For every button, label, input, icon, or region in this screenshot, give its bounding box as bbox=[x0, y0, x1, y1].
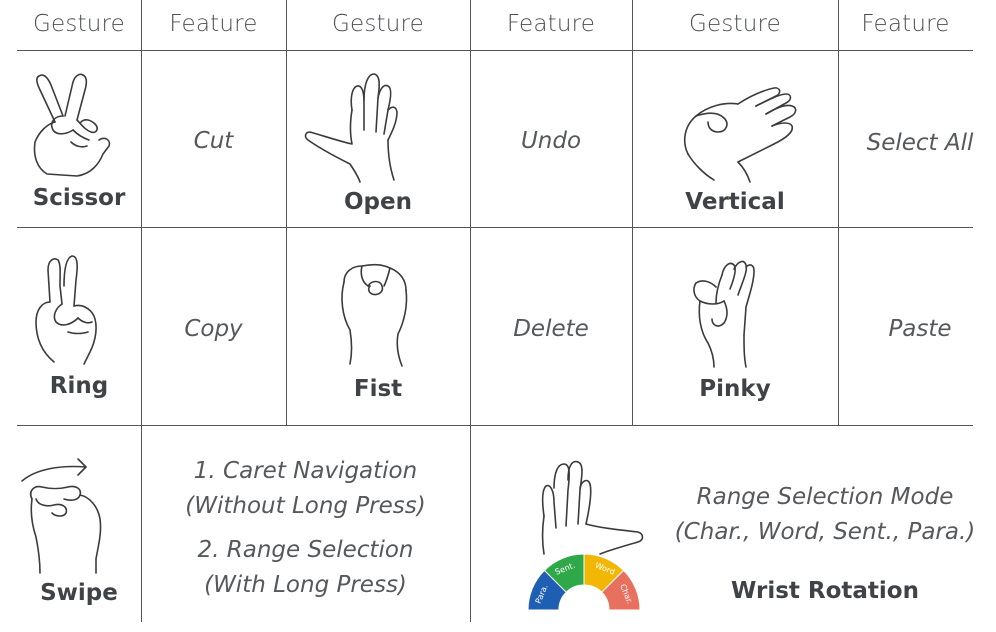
feature-paste: Paste bbox=[888, 316, 952, 342]
gesture-name-scissor: Scissor bbox=[32, 185, 126, 211]
feature-copy: Copy bbox=[184, 316, 243, 342]
fist-hand-icon bbox=[332, 258, 422, 368]
feature-delete: Delete bbox=[513, 316, 589, 342]
feature-undo: Undo bbox=[520, 128, 582, 154]
col-divider-3 bbox=[470, 0, 471, 622]
feature-range-selection-mode-options: (Char., Word, Sent., Para.) bbox=[674, 519, 976, 545]
gesture-name-vertical: Vertical bbox=[685, 189, 785, 215]
feature-cut: Cut bbox=[193, 128, 234, 154]
feature-range-selection-note: (With Long Press) bbox=[204, 572, 407, 598]
pinky-hand-icon bbox=[682, 255, 772, 370]
feature-caret-navigation: 1. Caret Navigation bbox=[193, 458, 418, 484]
feature-caret-navigation-note: (Without Long Press) bbox=[185, 493, 426, 519]
row-divider-1 bbox=[17, 227, 973, 228]
gesture-name-wrist-rotation: Wrist Rotation bbox=[731, 578, 919, 604]
header-gesture-3: Gesture bbox=[688, 11, 782, 37]
header-divider bbox=[17, 50, 973, 51]
header-gesture-1: Gesture bbox=[32, 11, 126, 37]
gesture-name-fist: Fist bbox=[353, 376, 403, 402]
feature-range-selection-mode: Range Selection Mode bbox=[696, 484, 954, 510]
open-hand-icon bbox=[302, 70, 422, 185]
header-feature-3: Feature bbox=[861, 11, 950, 37]
col-divider-4 bbox=[632, 0, 633, 425]
wrist-rotation-hand-icon: Para. Sent. Word Char. bbox=[520, 458, 655, 616]
row-divider-2 bbox=[17, 425, 973, 426]
col-divider-1 bbox=[141, 0, 142, 622]
vertical-hand-icon bbox=[678, 82, 803, 187]
header-gesture-2: Gesture bbox=[331, 11, 425, 37]
col-divider-2 bbox=[286, 0, 287, 425]
selection-mode-dial bbox=[527, 553, 641, 611]
gesture-name-ring: Ring bbox=[49, 373, 109, 399]
feature-select-all: Select All bbox=[866, 130, 974, 156]
gesture-name-swipe: Swipe bbox=[40, 580, 118, 606]
header-feature-2: Feature bbox=[506, 11, 596, 37]
feature-range-selection: 2. Range Selection bbox=[197, 537, 414, 563]
header-feature-1: Feature bbox=[169, 11, 258, 37]
swipe-hand-icon bbox=[16, 455, 121, 575]
ring-hand-icon bbox=[28, 252, 113, 367]
col-divider-5 bbox=[838, 0, 839, 425]
gesture-name-pinky: Pinky bbox=[699, 376, 771, 402]
gesture-name-open: Open bbox=[344, 189, 412, 215]
scissor-hand-icon bbox=[25, 70, 120, 185]
